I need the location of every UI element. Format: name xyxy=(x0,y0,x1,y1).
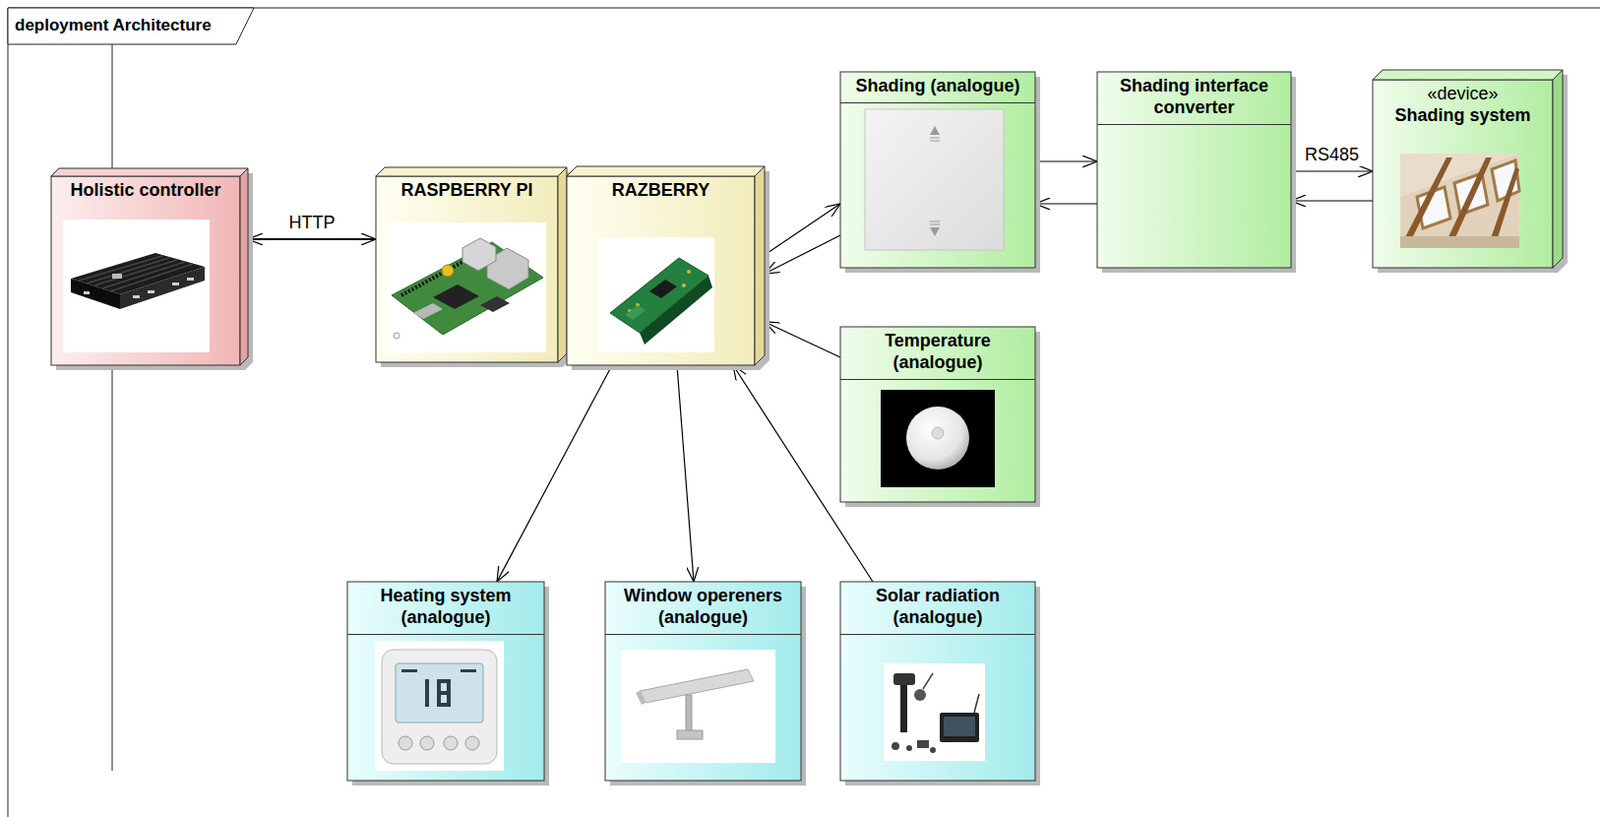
connector xyxy=(1035,160,1098,162)
header-separator xyxy=(347,633,545,635)
weather-station-photo xyxy=(883,663,985,761)
connector xyxy=(247,238,376,241)
raspberry-pi-photo xyxy=(385,222,547,353)
deployment-node: Holistic controller xyxy=(51,168,248,366)
node-name: Shading system xyxy=(1377,105,1548,127)
node-header: Window opereners (analogue) xyxy=(605,585,801,629)
lifeline xyxy=(112,44,114,771)
component-box: Shading (analogue) xyxy=(840,71,1036,268)
node-name: Temperature (analogue) xyxy=(845,330,1031,374)
node-side xyxy=(557,167,567,363)
connector xyxy=(764,235,841,274)
node-name: RASPBERRY PI xyxy=(380,180,554,202)
node-top xyxy=(375,167,567,177)
node-body xyxy=(1097,71,1292,268)
connector xyxy=(496,365,613,582)
header-separator xyxy=(840,633,1036,635)
thermostat-photo xyxy=(374,640,504,771)
frame-title: deployment Architecture xyxy=(14,15,212,37)
node-body xyxy=(347,581,545,781)
component-box: Temperature (analogue) xyxy=(840,326,1036,502)
node-header: Shading interface converter xyxy=(1097,75,1292,120)
node-name: Shading (analogue) xyxy=(845,75,1031,98)
node-header: Holistic controller xyxy=(51,180,241,202)
node-name: Holistic controller xyxy=(56,180,236,202)
roof-window-photo xyxy=(1400,153,1520,248)
window-opener-photo xyxy=(620,649,776,763)
node-front xyxy=(375,176,558,363)
node-body xyxy=(840,71,1036,268)
component-box: Window opereners (analogue) xyxy=(605,581,801,781)
frame-title-holder: deployment Architecture xyxy=(14,15,212,37)
node-side xyxy=(754,166,765,366)
node-body xyxy=(605,581,801,781)
deployment-node: RASPBERRY PI xyxy=(375,167,567,363)
frame-border xyxy=(7,7,1600,817)
node-top xyxy=(1372,69,1563,80)
node-outline xyxy=(840,71,1036,268)
connector xyxy=(1035,202,1098,204)
mini-pc-photo xyxy=(62,219,210,353)
header-separator xyxy=(840,378,1036,380)
switch-plate-photo xyxy=(864,109,1004,250)
connector xyxy=(764,203,841,255)
stereotype: «device» xyxy=(1377,83,1548,106)
edge-label-holder: RS485 xyxy=(1302,144,1361,167)
edge-label: RS485 xyxy=(1302,144,1361,167)
component-box: Heating system (analogue) xyxy=(347,581,545,781)
component-box: Solar radiation (analogue) xyxy=(840,581,1036,781)
node-name: Heating system (analogue) xyxy=(352,585,540,629)
node-body xyxy=(840,581,1036,781)
edge-label-holder: HTTP xyxy=(287,212,338,235)
node-header: «device»Shading system xyxy=(1372,83,1553,127)
node-top xyxy=(566,166,765,177)
node-body xyxy=(840,326,1036,502)
node-name: Shading interface converter xyxy=(1102,75,1287,120)
node-side xyxy=(240,168,248,366)
deployment-node: «device»Shading system xyxy=(1372,69,1563,268)
node-side xyxy=(1552,69,1563,268)
node-header: RAZBERRY xyxy=(566,180,755,202)
sensor-photo xyxy=(880,389,995,488)
connector xyxy=(676,365,694,582)
node-front xyxy=(1372,79,1553,268)
header-separator xyxy=(840,102,1036,104)
deployment-node: RAZBERRY xyxy=(566,166,765,366)
node-name: Window opereners (analogue) xyxy=(610,585,797,629)
node-header: Solar radiation (analogue) xyxy=(840,585,1036,629)
header-separator xyxy=(605,633,801,635)
connector xyxy=(764,321,841,358)
node-top xyxy=(51,168,248,177)
node-header: Heating system (analogue) xyxy=(347,585,545,629)
header-separator xyxy=(1097,123,1292,125)
node-name: RAZBERRY xyxy=(571,180,750,202)
component-box: Shading interface converter xyxy=(1097,71,1292,268)
node-front xyxy=(51,176,241,366)
node-header: Shading (analogue) xyxy=(840,75,1036,98)
edge-label: HTTP xyxy=(287,212,338,235)
razberry-photo xyxy=(597,237,715,353)
node-front xyxy=(566,176,755,366)
connector xyxy=(1291,170,1373,172)
node-header: RASPBERRY PI xyxy=(375,180,558,202)
node-name: Solar radiation (analogue) xyxy=(845,585,1031,629)
node-header: Temperature (analogue) xyxy=(840,330,1036,374)
frame-tab xyxy=(7,7,254,45)
connector xyxy=(1291,199,1373,201)
